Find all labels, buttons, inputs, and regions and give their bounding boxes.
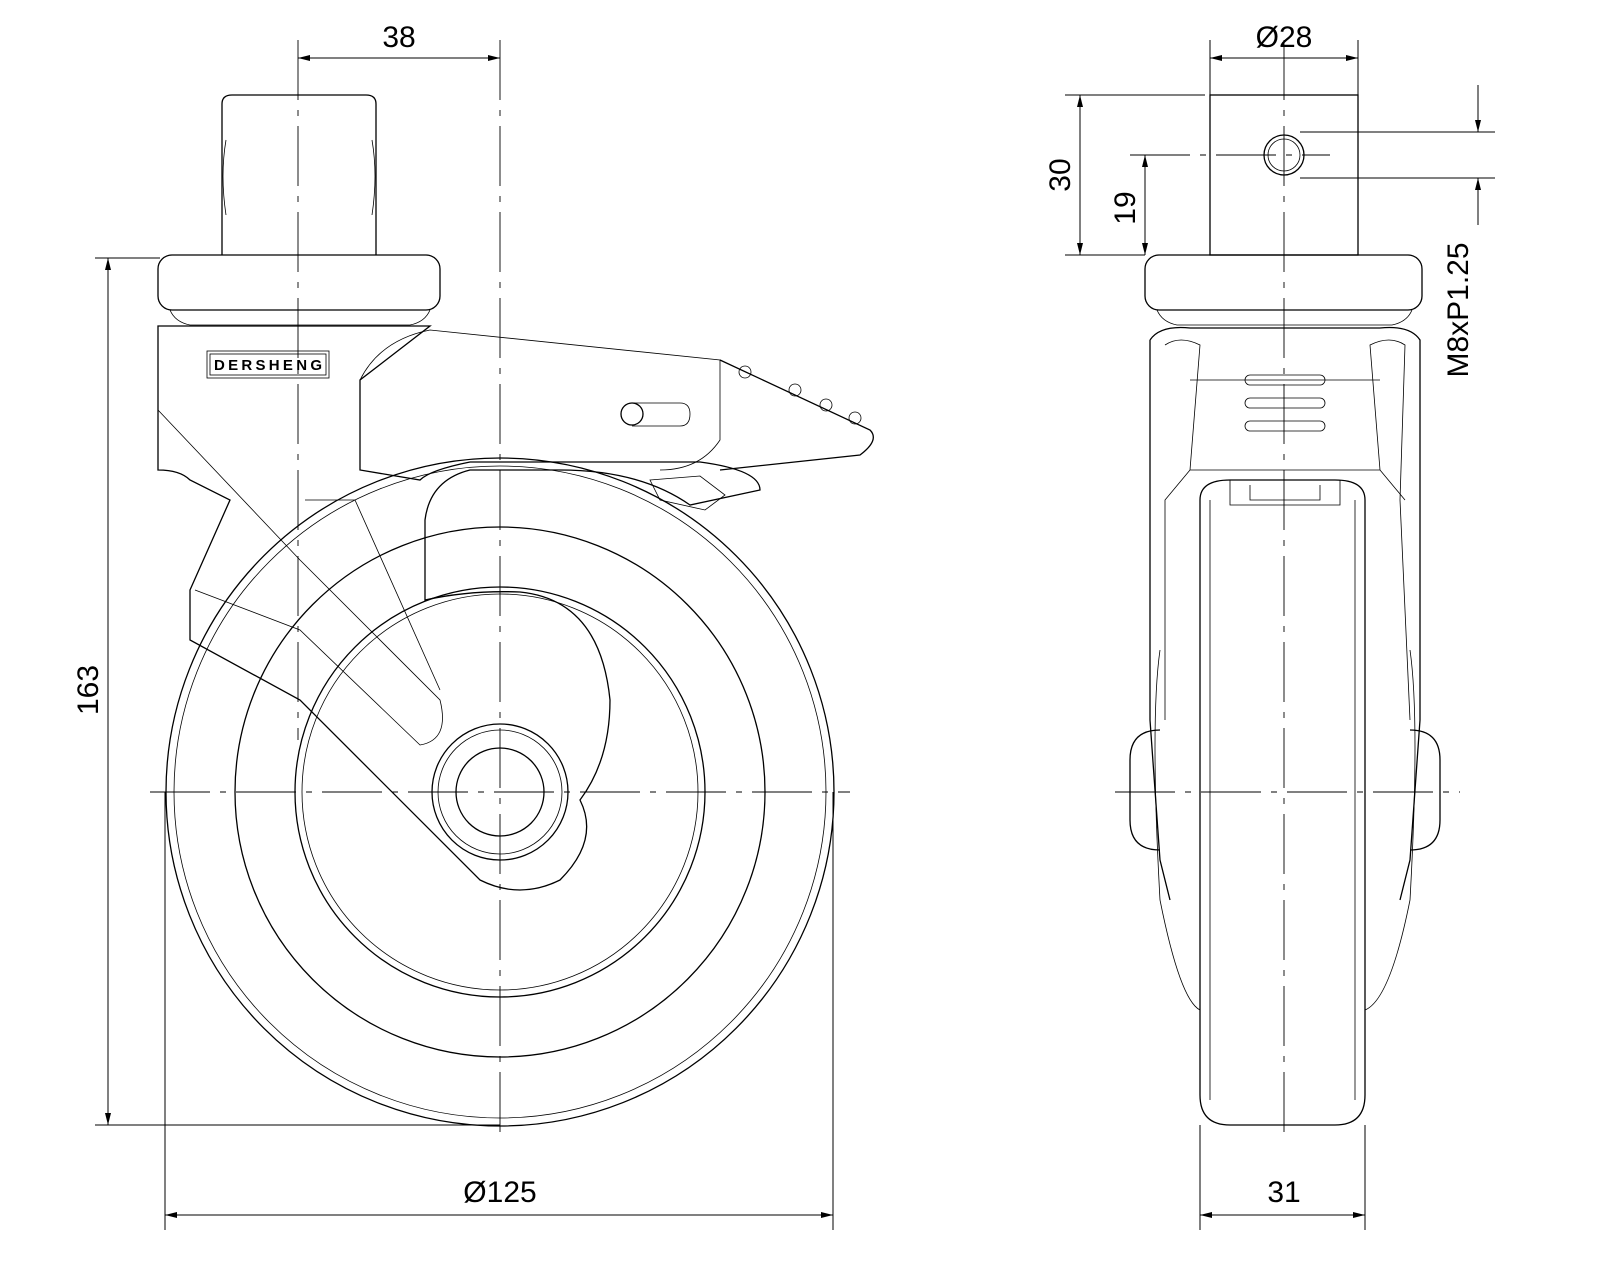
front-view bbox=[1115, 40, 1460, 1140]
stem bbox=[221, 94, 377, 255]
brake-pedal bbox=[719, 359, 874, 471]
dimension-31: 31 bbox=[1199, 1125, 1366, 1230]
side-bump-right bbox=[1409, 729, 1441, 851]
svg-text:DERSHENG: DERSHENG bbox=[214, 357, 322, 374]
svg-text:Ø28: Ø28 bbox=[1256, 21, 1313, 54]
dimension-30: 30 bbox=[1044, 94, 1205, 256]
svg-text:31: 31 bbox=[1267, 1176, 1300, 1209]
brand-logo: DERSHENG bbox=[206, 350, 330, 379]
wheel-front bbox=[1199, 479, 1366, 1126]
svg-text:163: 163 bbox=[72, 665, 105, 715]
dimension-19: 19 bbox=[1109, 155, 1148, 255]
dimension-163: 163 bbox=[72, 257, 500, 1126]
dimension-stem-diameter: Ø28 bbox=[1209, 21, 1359, 95]
svg-text:M8xP1.25: M8xP1.25 bbox=[1442, 242, 1475, 377]
fork-front bbox=[1149, 326, 1421, 901]
svg-text:30: 30 bbox=[1044, 158, 1077, 191]
side-view: DERSHENG bbox=[150, 40, 874, 1140]
dimension-38: 38 bbox=[298, 21, 500, 61]
svg-text:38: 38 bbox=[382, 21, 415, 54]
flange-front bbox=[1144, 254, 1423, 311]
dimension-wheel-diameter: Ø125 bbox=[164, 792, 834, 1230]
fork bbox=[157, 325, 761, 891]
brake-pin bbox=[620, 402, 644, 426]
side-bump-left bbox=[1129, 729, 1161, 851]
dimension-thread: M8xP1.25 bbox=[1300, 85, 1495, 378]
svg-text:Ø125: Ø125 bbox=[463, 1176, 536, 1209]
flange bbox=[157, 254, 441, 311]
svg-text:19: 19 bbox=[1109, 191, 1142, 224]
